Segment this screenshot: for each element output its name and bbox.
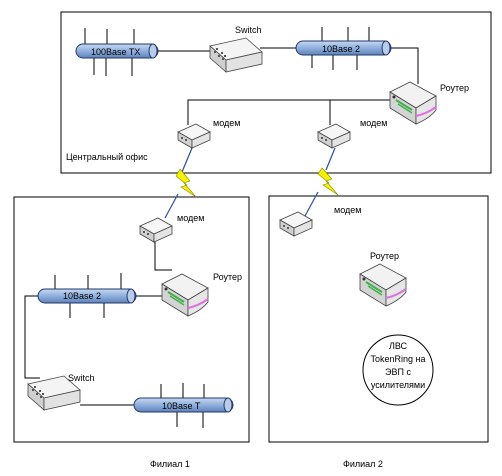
bus-10base2-branch1: 10Base 2 — [37, 273, 137, 318]
router-label: Роутер — [213, 272, 242, 282]
central-office-caption: Центральный офис — [66, 152, 148, 162]
tokenring-label: усилителями — [371, 380, 425, 390]
branch1-links — [24, 242, 172, 406]
bus-10baset: 10Base T — [133, 383, 234, 428]
modem-icon — [279, 211, 313, 237]
bus-label: 100Base TX — [91, 47, 140, 57]
branch1-caption: Филиал 1 — [150, 459, 190, 469]
branch1-frame — [13, 196, 250, 443]
modem-icon — [317, 123, 351, 149]
tokenring-label: TokenRing на — [370, 354, 425, 364]
router-label: Роутер — [440, 83, 469, 93]
branch2-caption: Филиал 2 — [343, 459, 383, 469]
modem-icon — [139, 217, 173, 243]
bus-label: 10Base 2 — [322, 44, 360, 54]
switch-label: Switch — [235, 25, 262, 35]
modem-label: модем — [360, 118, 387, 128]
modem-icon — [177, 123, 211, 149]
switch-label: Switch — [68, 373, 95, 383]
central-office-frame — [60, 11, 492, 174]
central-links — [158, 47, 419, 125]
branch2-frame — [268, 195, 489, 443]
tokenring-lan-circle — [362, 334, 434, 406]
bus-label: 10Base 2 — [63, 291, 101, 301]
bus-label: 10Base T — [162, 401, 201, 411]
switch-icon — [209, 37, 263, 73]
lightning-icon — [317, 167, 339, 196]
modem-label: модем — [177, 213, 204, 223]
bus-100basetx: 100Base TX — [75, 28, 159, 76]
tokenring-label: ЭВП с — [385, 367, 411, 377]
switch-icon — [27, 375, 81, 411]
router-icon — [359, 263, 407, 307]
modem-label: модем — [213, 118, 240, 128]
tokenring-label: ЛВС — [389, 341, 408, 351]
router-label: Роутер — [370, 251, 399, 261]
modem-label: модем — [334, 205, 361, 215]
wan-links — [164, 147, 339, 219]
router-icon — [389, 81, 437, 125]
lightning-icon — [175, 168, 197, 198]
router-icon — [161, 273, 209, 317]
bus-10base2-central: 10Base 2 — [295, 27, 392, 70]
